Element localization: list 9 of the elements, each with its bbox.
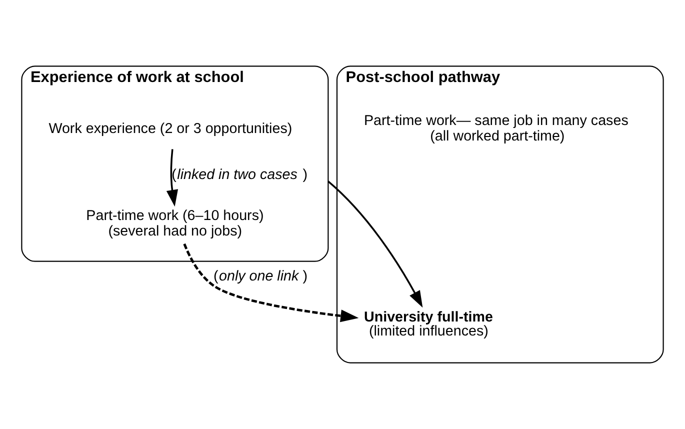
arrow: [183, 243, 359, 322]
edge-label: (linked in two cases): [172, 167, 308, 184]
node-text: Work experience (2 or 3 opportunities): [48, 120, 292, 137]
node-text: Part-time work (6–10 hours) (several had no jobs): [86, 208, 264, 240]
arrow: [328, 180, 423, 308]
node-text: University full-time (limited influences): [364, 309, 493, 340]
arrow: [166, 149, 178, 207]
edge-label: (only one link): [214, 268, 308, 285]
node-text: Part-time work— same job in many cases (all worked part-time): [364, 113, 628, 145]
